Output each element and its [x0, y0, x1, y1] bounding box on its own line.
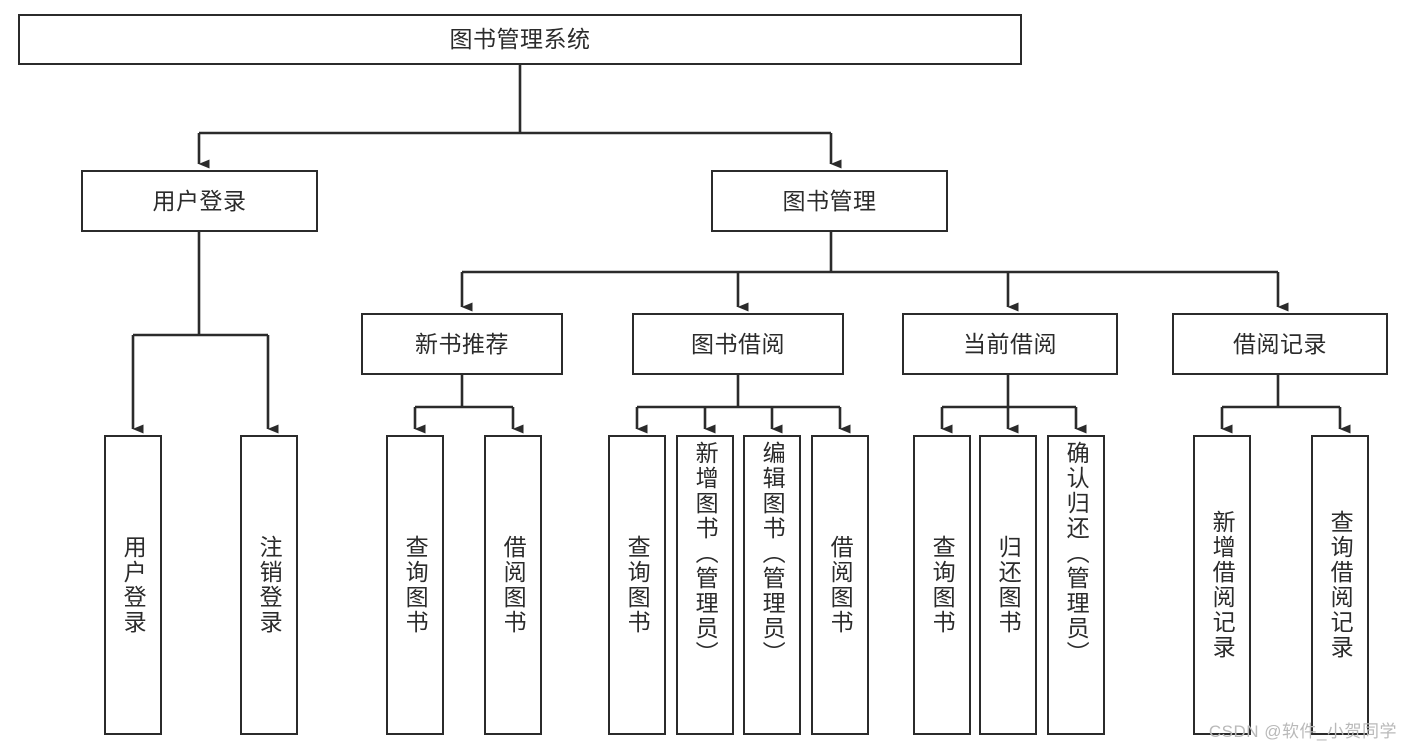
leaf-query-books-recommendation[interactable]: 查询图书 [386, 435, 444, 735]
leaf-borrow-books-borrowing[interactable]: 借阅图书 [811, 435, 869, 735]
node-borrowing-record[interactable]: 借阅记录 [1172, 313, 1388, 375]
node-label: 新增图书（管理员） [692, 441, 719, 666]
node-new-book-recommendation[interactable]: 新书推荐 [361, 313, 563, 375]
node-label: 注销登录 [256, 535, 283, 635]
node-label: 查询图书 [929, 535, 956, 635]
node-label: 查询图书 [624, 535, 651, 635]
node-label: 新增借阅记录 [1209, 510, 1236, 660]
leaf-confirm-return-admin[interactable]: 确认归还（管理员） [1047, 435, 1105, 735]
csdn-watermark: CSDN @软件_小贺同学 [1208, 722, 1397, 741]
node-book-borrowing[interactable]: 图书借阅 [632, 313, 844, 375]
node-label: 用户登录 [152, 187, 247, 214]
node-label: 编辑图书（管理员） [759, 441, 786, 666]
leaf-borrow-books-recommendation[interactable]: 借阅图书 [484, 435, 542, 735]
node-label: 借阅图书 [827, 535, 854, 635]
node-label: 用户登录 [120, 535, 147, 635]
leaf-edit-book-admin[interactable]: 编辑图书（管理员） [743, 435, 801, 735]
node-label: 查询图书 [402, 535, 429, 635]
leaf-user-login[interactable]: 用户登录 [104, 435, 162, 735]
node-label: 归还图书 [995, 535, 1022, 635]
node-root-library-management-system[interactable]: 图书管理系统 [18, 14, 1022, 65]
leaf-add-borrowing-record[interactable]: 新增借阅记录 [1193, 435, 1251, 735]
node-label: 当前借阅 [963, 330, 1057, 357]
leaf-logout[interactable]: 注销登录 [240, 435, 298, 735]
node-label: 借阅图书 [500, 535, 527, 635]
node-user-login[interactable]: 用户登录 [81, 170, 318, 232]
leaf-add-book-admin[interactable]: 新增图书（管理员） [676, 435, 734, 735]
node-label: 借阅记录 [1233, 330, 1327, 357]
node-label: 图书管理系统 [449, 26, 591, 53]
leaf-query-books-current[interactable]: 查询图书 [913, 435, 971, 735]
leaf-return-books[interactable]: 归还图书 [979, 435, 1037, 735]
node-label: 图书管理 [782, 187, 877, 214]
node-label: 确认归还（管理员） [1063, 441, 1090, 666]
leaf-query-books-borrowing[interactable]: 查询图书 [608, 435, 666, 735]
node-label: 图书借阅 [691, 330, 785, 357]
node-book-management[interactable]: 图书管理 [711, 170, 948, 232]
node-current-borrowing[interactable]: 当前借阅 [902, 313, 1118, 375]
leaf-query-borrowing-record[interactable]: 查询借阅记录 [1311, 435, 1369, 735]
node-label: 新书推荐 [415, 330, 509, 357]
node-label: 查询借阅记录 [1327, 510, 1354, 660]
